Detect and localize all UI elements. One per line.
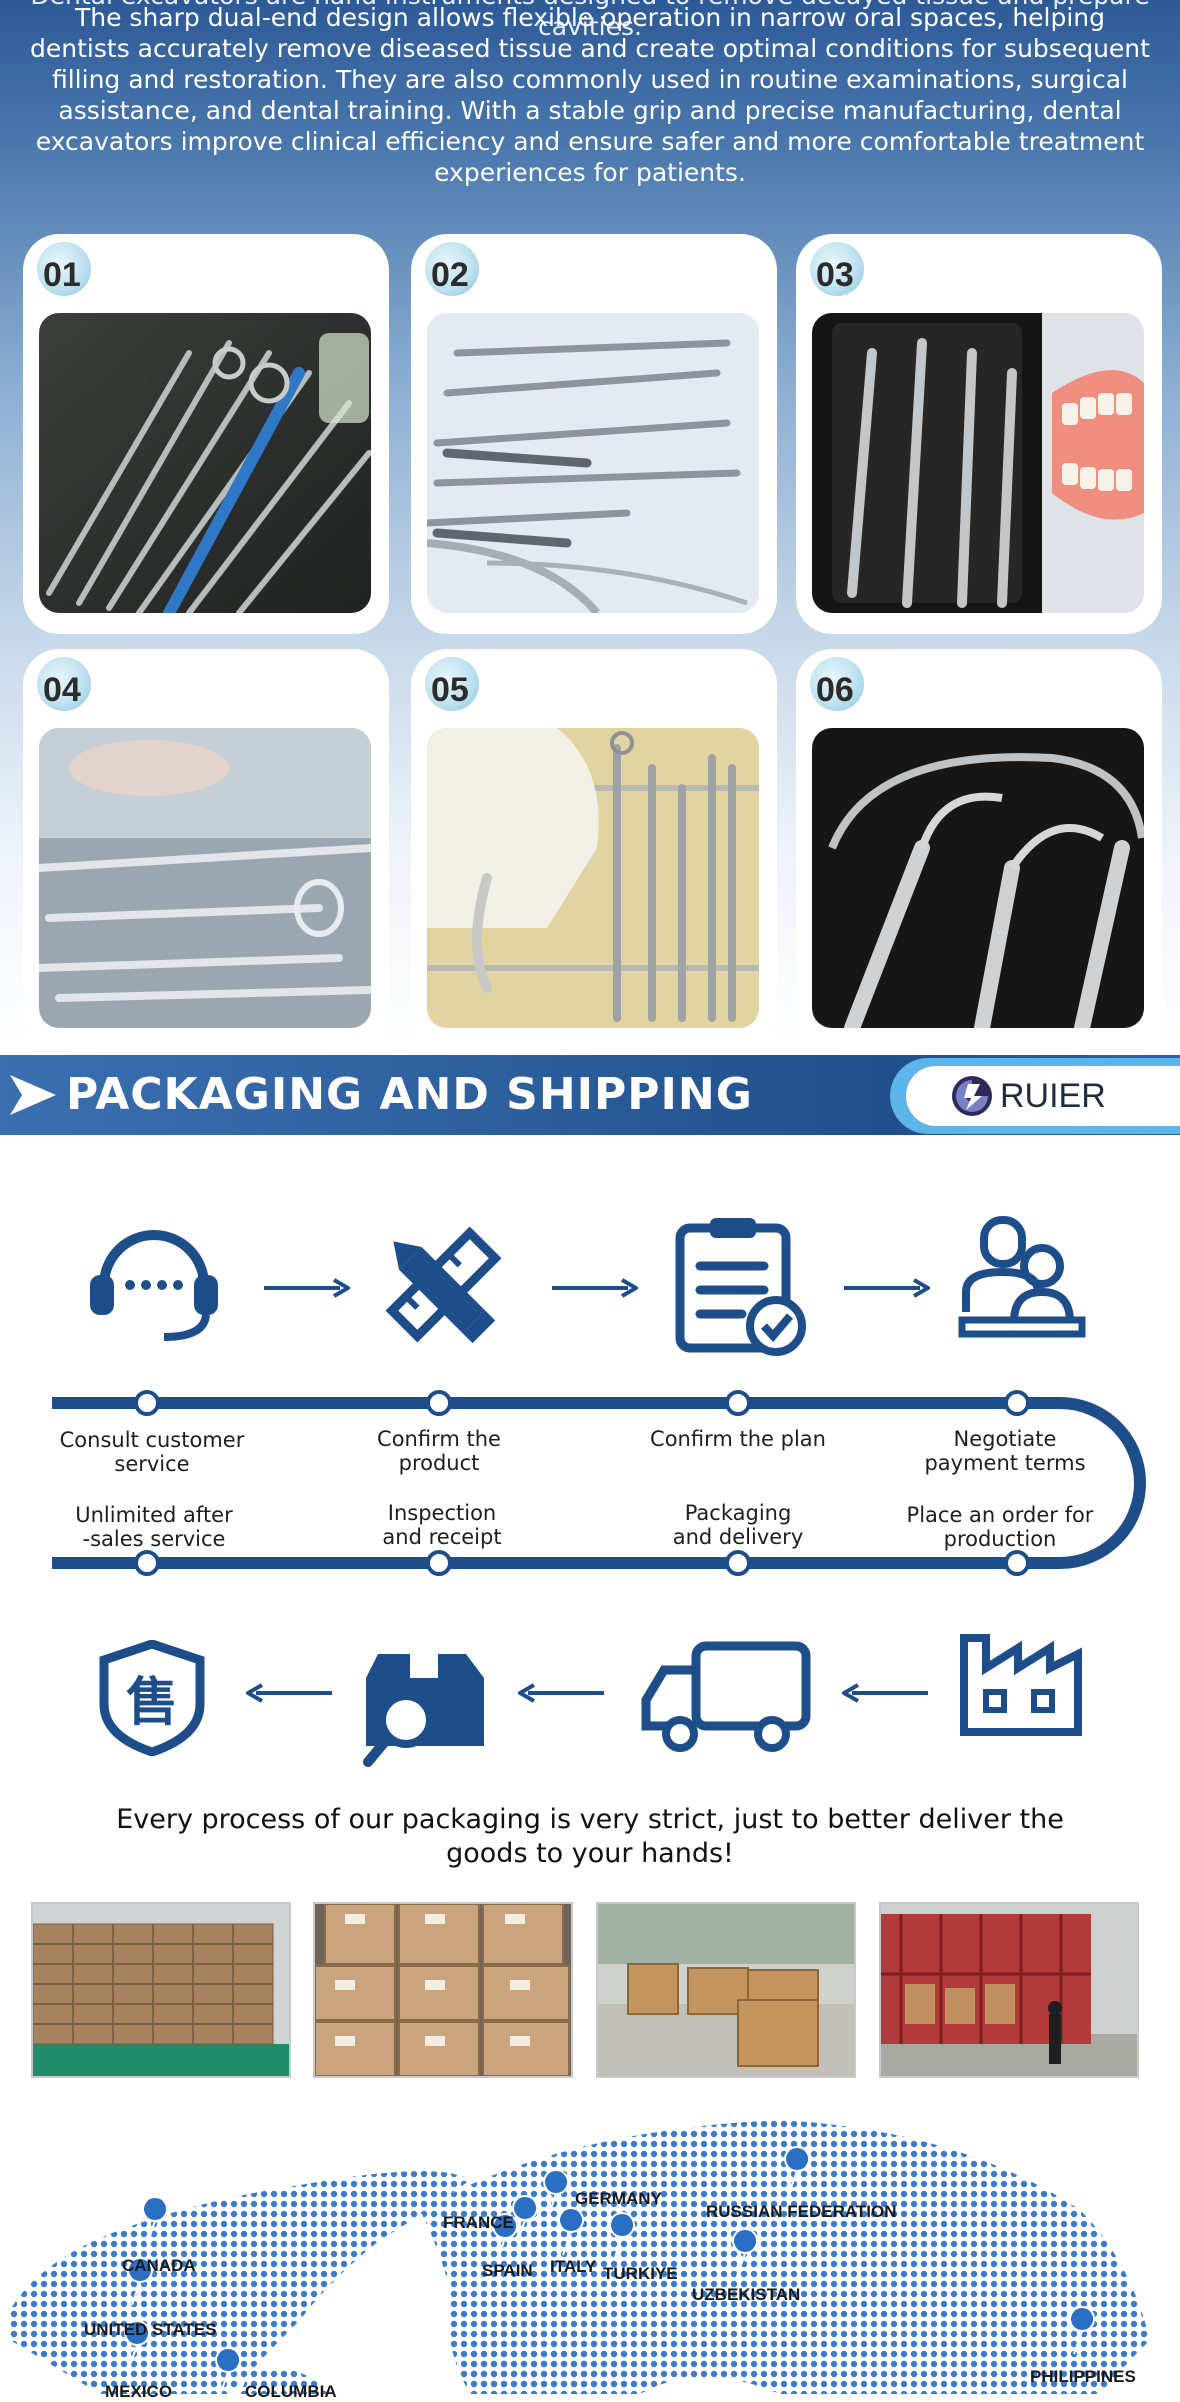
location-pin-icon: [609, 2212, 636, 2261]
location-pin-icon: [142, 2196, 169, 2245]
country-label: MEXICO: [105, 2382, 173, 2401]
delivery-truck-icon: [641, 1641, 811, 1752]
gallery-card-04: 04: [23, 649, 389, 1049]
headset-icon: [90, 1230, 218, 1341]
arrow-right-icon: [10, 1075, 56, 1115]
step-negotiate-label: Negotiate payment terms: [924, 1427, 1086, 1475]
location-pin-icon: [492, 2213, 519, 2262]
country-label: SPAIN: [482, 2261, 533, 2280]
country-label: TURKIYE: [603, 2264, 678, 2283]
number-badge: [425, 242, 479, 296]
location-pin-icon: [512, 2195, 539, 2244]
world-map: [10, 2120, 1150, 2394]
packaging-statement: Every process of our packaging is very s…: [116, 1804, 1064, 1869]
intro-paragraph: The sharp dual-end design allows flexibl…: [30, 3, 1150, 187]
country-label: UNITED STATES: [84, 2320, 217, 2339]
gallery-card-06: 06: [796, 649, 1162, 1049]
section-title: PACKAGING AND SHIPPING: [66, 1069, 753, 1120]
warehouse-boxes-photo: [31, 1902, 291, 2078]
pencil-ruler-icon: [385, 1226, 502, 1344]
location-pin-icon: [215, 2347, 242, 2394]
step-consult-label: Consult customer service: [59, 1428, 245, 1476]
step-order-label: Place an order for production: [906, 1503, 1094, 1551]
card-number: 02: [431, 256, 469, 294]
number-badge: [425, 657, 479, 711]
location-pin-icon: [1069, 2306, 1096, 2355]
brand-logo-background: [906, 1066, 1180, 1126]
brand-name: RUIER: [1000, 1077, 1106, 1115]
sales-character: 售: [126, 1673, 178, 1733]
arrow-left-icon: [246, 1683, 332, 1703]
arrow-right-icon: [844, 1278, 930, 1298]
country-label: UZBEKISTAN: [692, 2285, 801, 2304]
process-track: [52, 1390, 1146, 1576]
gallery-card-02: 02: [411, 234, 777, 634]
product-photo-steel-tools: [427, 313, 759, 613]
country-label: GERMANY: [575, 2189, 662, 2208]
sales-shield-icon: 售: [99, 1640, 205, 1756]
product-photo-mirror-and-probes: [39, 728, 371, 1028]
ruier-logo-icon: [952, 1076, 992, 1116]
gallery-card-03: 03: [796, 234, 1162, 634]
card-number: 01: [43, 256, 81, 294]
step-confirm-plan-label: Confirm the plan: [650, 1427, 826, 1451]
number-badge: [810, 657, 864, 711]
clipboard-check-icon: [675, 1218, 806, 1356]
number-badge: [810, 242, 864, 296]
step-packaging-label: Packaging and delivery: [672, 1501, 804, 1549]
location-pin-icon: [732, 2228, 759, 2277]
arrow-right-icon: [264, 1278, 350, 1298]
number-badge: [37, 242, 91, 296]
country-label: CANADA: [122, 2256, 196, 2275]
box-search-icon: [363, 1654, 484, 1767]
gallery-card-01: 01: [23, 234, 389, 634]
arrow-right-icon: [552, 1278, 638, 1298]
arrow-left-icon: [518, 1683, 604, 1703]
location-pin-icon: [124, 2320, 151, 2369]
card-number: 04: [43, 671, 81, 709]
card-number: 05: [431, 671, 469, 709]
product-photo-curved-tips: [812, 728, 1144, 1028]
product-photo-gloved-hand: [427, 728, 759, 1028]
card-number: 06: [816, 671, 854, 709]
labeled-cartons-photo: [313, 1902, 573, 2078]
location-pin-icon: [784, 2146, 811, 2195]
card-number: 03: [816, 256, 854, 294]
product-photo-kit-with-dentures: [812, 313, 1144, 613]
factory-icon: [960, 1634, 1082, 1736]
loading-truck-photo: [879, 1902, 1139, 2078]
location-pin-icon: [543, 2169, 570, 2218]
location-pin-icon: [127, 2257, 154, 2306]
handshake-people-icon: [958, 1216, 1086, 1338]
number-badge: [37, 657, 91, 711]
step-confirm-product-label: Confirm the product: [377, 1427, 501, 1475]
intro-cut-line: Dental excavators are hand instruments d…: [30, 0, 1149, 41]
country-label: ITALY: [550, 2257, 597, 2276]
wooden-crates-photo: [596, 1902, 856, 2078]
step-after-sales-label: Unlimited after -sales service: [75, 1503, 233, 1551]
product-photo-instruments-tray: [39, 313, 371, 613]
location-pin-icon: [558, 2207, 585, 2256]
country-label: COLUMBIA: [245, 2382, 337, 2401]
step-inspection-label: Inspection and receipt: [382, 1501, 502, 1549]
country-label: RUSSIAN FEDERATION: [706, 2202, 897, 2221]
country-label: PHILIPPINES: [1030, 2367, 1136, 2386]
intro-text-block: Dental excavators are hand instruments d…: [30, 0, 1150, 188]
country-label: FRANCE: [443, 2213, 514, 2232]
arrow-left-icon: [842, 1683, 928, 1703]
gallery-card-05: 05: [411, 649, 777, 1049]
